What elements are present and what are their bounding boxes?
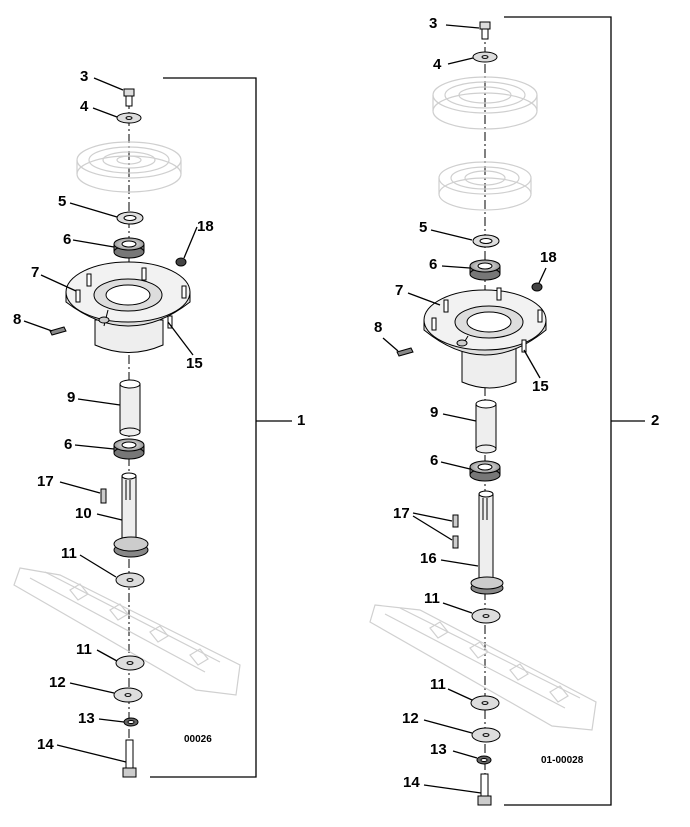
left-assembly-drawing <box>13 77 292 778</box>
left-part-11-washer-upper <box>115 572 145 588</box>
right-part-11-washer-lower <box>470 695 500 711</box>
left-ghost-pulley <box>76 141 182 193</box>
right-part-18-nut <box>531 282 543 292</box>
right-callout-3: 3 <box>429 15 438 32</box>
right-assembly-number: 2 <box>651 412 660 429</box>
left-callout-17: 17 <box>37 473 54 490</box>
right-part-4-washer <box>472 51 498 63</box>
right-part-12-washer <box>471 727 501 743</box>
right-part-13-lockwasher <box>476 755 492 765</box>
left-callout-12: 12 <box>49 674 66 691</box>
right-callout-11-lower: 11 <box>430 676 446 693</box>
left-leader-lines <box>23 77 292 778</box>
right-assembly-drawing <box>369 16 645 806</box>
left-callout-14: 14 <box>37 736 54 753</box>
right-part-16-spindle <box>470 490 504 595</box>
right-part-7-housing <box>423 287 547 389</box>
right-part-8-pin <box>396 347 414 357</box>
left-assembly-number: 1 <box>297 412 306 429</box>
left-part-6-bearing-lower <box>113 438 145 460</box>
left-part-5-washer <box>116 211 144 225</box>
right-callout-4: 4 <box>433 56 442 73</box>
left-callout-8: 8 <box>13 311 22 328</box>
left-callout-7: 7 <box>31 264 40 281</box>
left-part-11-washer-lower <box>115 655 145 671</box>
left-part-8-pin <box>49 326 67 336</box>
left-callout-11-upper: 11 <box>61 545 77 562</box>
right-leader-lines <box>382 16 645 806</box>
left-part-12-washer <box>113 687 143 703</box>
right-part-3-bolt <box>479 21 491 40</box>
right-figure-code: 01-00028 <box>541 755 584 766</box>
left-callout-10: 10 <box>75 505 92 522</box>
right-callout-8: 8 <box>374 319 383 336</box>
left-part-7-housing <box>65 261 191 353</box>
right-callout-15: 15 <box>532 378 549 395</box>
left-callout-5: 5 <box>58 193 67 210</box>
left-part-17-key <box>100 488 107 504</box>
left-callout-13: 13 <box>78 710 95 727</box>
left-callout-18: 18 <box>197 218 214 235</box>
left-callout-6-lower: 6 <box>64 436 73 453</box>
right-callout-18: 18 <box>540 249 557 266</box>
left-part-14-bolt <box>122 739 137 778</box>
left-callout-11-lower: 11 <box>76 641 92 658</box>
right-callout-5: 5 <box>419 219 428 236</box>
right-callout-16: 16 <box>420 550 437 567</box>
right-part-6-bearing-lower <box>469 460 501 482</box>
left-part-13-lockwasher <box>123 717 139 727</box>
right-ghost-pulleys <box>432 76 538 211</box>
right-callout-6-upper: 6 <box>429 256 438 273</box>
left-part-18-nut <box>175 257 187 267</box>
right-callout-17: 17 <box>393 505 410 522</box>
right-callout-13: 13 <box>430 741 447 758</box>
right-part-6-bearing-upper <box>469 259 501 281</box>
right-callout-9: 9 <box>430 404 439 421</box>
left-part-3-bolt <box>123 88 135 107</box>
right-callout-12: 12 <box>402 710 419 727</box>
left-part-9-spacer <box>119 379 141 437</box>
right-part-17-keys <box>452 514 459 549</box>
left-callout-6-upper: 6 <box>63 231 72 248</box>
right-callout-14: 14 <box>403 774 420 791</box>
left-part-10-spindle <box>113 472 149 558</box>
right-callout-7: 7 <box>395 282 404 299</box>
left-part-6-bearing-upper <box>113 237 145 259</box>
right-part-9-spacer <box>475 399 497 454</box>
right-ghost-blade <box>369 604 597 731</box>
left-callout-15: 15 <box>186 355 203 372</box>
right-part-5-washer <box>472 234 500 248</box>
left-callout-4: 4 <box>80 98 89 115</box>
right-part-11-washer-upper <box>471 608 501 624</box>
right-part-14-bolt <box>477 773 492 806</box>
left-callout-3: 3 <box>80 68 89 85</box>
left-figure-code: 00026 <box>184 734 212 745</box>
left-callout-9: 9 <box>67 389 76 406</box>
right-callout-11-upper: 11 <box>424 590 440 607</box>
right-callout-6-lower: 6 <box>430 452 439 469</box>
left-part-4-washer <box>116 112 142 124</box>
left-ghost-blade <box>13 567 241 696</box>
